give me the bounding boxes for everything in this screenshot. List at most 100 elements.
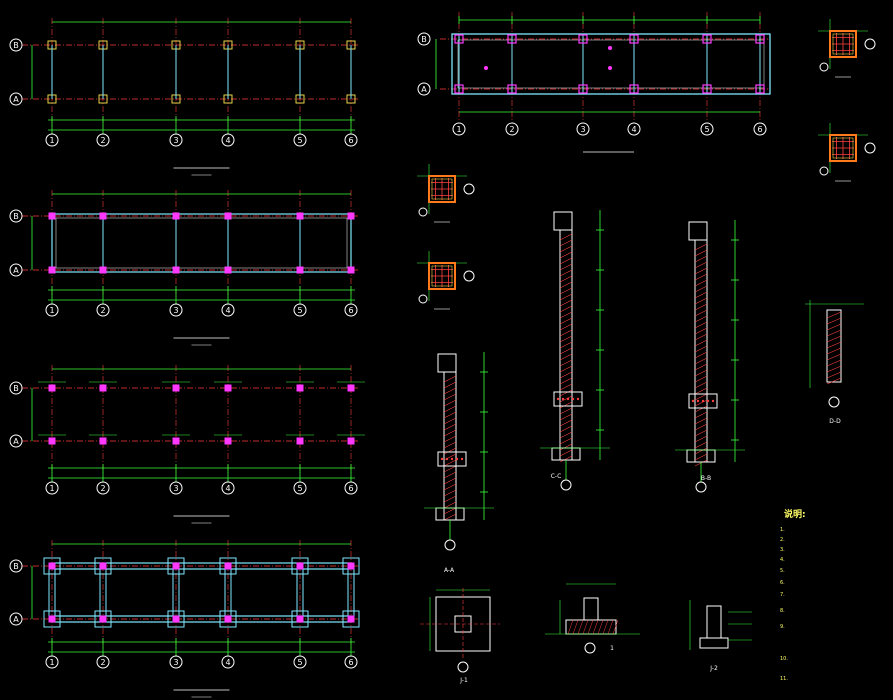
wall-hatch [826,377,842,385]
column-bubble [169,303,183,317]
column-dot [99,384,107,392]
footing-pad [94,557,112,575]
column-dot [172,212,180,220]
wall-hatch [443,459,457,467]
row-bubble [417,82,431,96]
row-bubble-label: A [421,85,427,94]
section-mark-bubble [463,183,475,195]
wall-hatch [694,297,708,305]
footing-column [99,615,107,623]
wall-section-d: D-D [805,300,864,425]
wall-hatch [559,239,573,247]
wall-hatch [443,375,457,383]
column-bubble [221,133,235,147]
column-bubble [45,133,59,147]
column-bubble [45,481,59,495]
wall-section-label: C-C [551,473,562,480]
column-square [629,34,639,44]
wall-hatch [443,387,457,395]
notes-item-10: 10. [780,656,788,662]
column-dot [224,212,232,220]
wall-hatch [443,495,457,503]
footing-hatch [592,619,599,635]
footing-j1: J-1 [420,588,500,684]
wall-hatch [694,411,708,419]
column-bubble [221,303,235,317]
wall-hatch [559,317,573,325]
column-dot [172,437,180,445]
wall-hatch [559,365,573,373]
wall-hatch [443,477,457,485]
rebar-dot [711,399,715,403]
wall-hatch [559,335,573,343]
column-square [755,34,765,44]
wall-cap [688,221,708,241]
column-bubble-label: 5 [297,658,302,667]
wall-hatch [443,483,457,491]
column-square [702,84,712,94]
wall-outline [826,309,842,383]
wall-hatch [559,347,573,355]
notes-item-5: 5. [780,568,785,574]
rebar-dot [556,397,560,401]
notes-block: 说明: 1. 2. 3. 4. 5. 6. 7. 8. 9. 10. 11. [780,508,806,682]
rebar-dot [455,457,459,461]
wall-hatch [559,443,573,451]
column-dot [296,384,304,392]
wall-hatch [694,423,708,431]
wall-hatch [826,311,842,319]
wall-hatch [443,501,457,509]
wall-hatch [826,335,842,343]
column-bubble-label: 4 [225,484,230,493]
rebar-dot [450,457,454,461]
column-bubble-label: 5 [297,484,302,493]
column-bubble [45,655,59,669]
footing-hatch [612,619,619,635]
section-stirrup [832,33,854,55]
wall-hatch [559,383,573,391]
wall-hatch [826,365,842,373]
row-bubble-label: B [13,384,19,393]
column-bubble-label: 3 [173,484,178,493]
section-mark-bubble [864,38,876,50]
floor-slab [553,391,583,407]
column-bubble-label: 3 [173,658,178,667]
rebar-dot [571,397,575,401]
wall-hatch [826,371,842,379]
wall-hatch [443,507,457,515]
wall-section-label: A-A [444,567,455,574]
wall-footing [686,449,716,463]
wall-hatch [559,311,573,319]
footing-hatch [607,619,614,635]
wall-hatch [559,233,573,241]
rebar-dot [460,457,464,461]
footing-pad [219,610,237,628]
section-stirrup [431,265,453,287]
wall-hatch [559,275,573,283]
column-square [578,34,588,44]
wall-hatch [559,437,573,445]
wall-hatch [694,441,708,449]
wall-hatch [694,363,708,371]
row-bubble-label: A [13,615,19,624]
column-dot [48,212,56,220]
wall-hatch [559,407,573,415]
wall-hatch [826,317,842,325]
column-bubble [96,303,110,317]
notes-item-4: 4. [780,557,785,563]
wall-hatch [443,471,457,479]
wall-hatch [559,449,573,457]
row-bubble [9,92,23,106]
footing-j1-label: J-1 [459,677,468,684]
wall-hatch [694,261,708,269]
footing-column [347,615,355,623]
footing-hatch [577,619,584,635]
column-bubble-label: 2 [509,125,514,134]
wall-hatch [694,405,708,413]
wall-hatch [443,453,457,461]
wall-hatch [694,285,708,293]
